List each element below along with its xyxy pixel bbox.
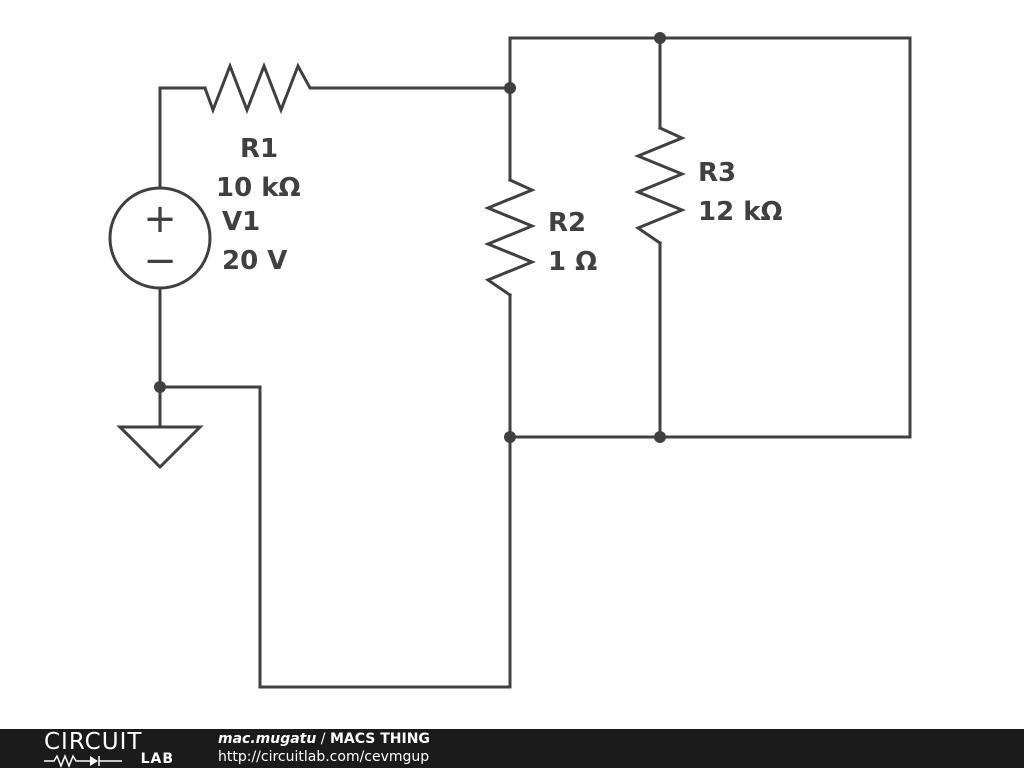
wires <box>158 36 912 689</box>
resistor-r2 <box>484 178 536 298</box>
footer-bar: CIRCUIT LAB mac.mugatu / MACS THING http… <box>0 729 1024 768</box>
voltage-source-v1: + − <box>108 186 212 290</box>
v1-ref-label: V1 <box>222 207 260 237</box>
junction-node-b <box>504 431 516 443</box>
source-minus-symbol: − <box>143 238 177 284</box>
resistor-r3 <box>634 126 686 246</box>
wire-return-ground <box>158 385 512 689</box>
source-plus-symbol: + <box>143 196 177 242</box>
credit-separator: / <box>316 731 330 747</box>
circuitlab-logo[interactable]: CIRCUIT LAB <box>44 729 176 768</box>
schematic-credit: mac.mugatu / MACS THING http://circuitla… <box>218 730 430 766</box>
resistor-r1 <box>203 61 320 115</box>
logo-text-bottom: LAB <box>140 751 174 767</box>
circuit-schematic: + − R1 10 kΩ V1 20 V R2 1 Ω R3 12 kΩ <box>108 32 912 689</box>
r1-value-label: 10 kΩ <box>216 173 301 203</box>
wire-v1-r1 <box>158 86 207 190</box>
junction-node-a <box>504 82 516 94</box>
ground-icon <box>116 425 204 470</box>
wire-node-a-top <box>508 36 912 439</box>
junctions <box>154 32 666 443</box>
schematic-title: MACS THING <box>329 731 430 747</box>
schematic-url-link[interactable]: http://circuitlab.com/cevmgup <box>218 749 430 765</box>
junction-node-top <box>654 32 666 44</box>
r3-ref-label: R3 <box>698 158 736 188</box>
junction-node-c <box>654 431 666 443</box>
r1-ref-label: R1 <box>240 134 278 164</box>
logo-text-top: CIRCUIT <box>44 729 143 755</box>
r2-ref-label: R2 <box>548 208 586 238</box>
r3-value-label: 12 kΩ <box>698 197 783 227</box>
r2-value-label: 1 Ω <box>548 247 597 277</box>
logo-resistor-diode-icon <box>44 754 122 768</box>
v1-value-label: 20 V <box>222 246 287 276</box>
junction-node-ground <box>154 381 166 393</box>
author-link[interactable]: mac.mugatu <box>218 731 317 747</box>
